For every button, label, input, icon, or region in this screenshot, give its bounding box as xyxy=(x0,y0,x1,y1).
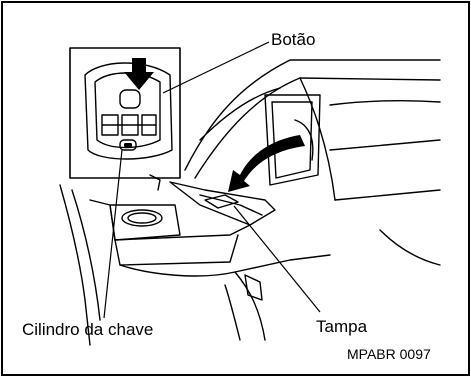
cupholder-inner xyxy=(127,212,157,224)
button-label: Botão xyxy=(271,30,316,49)
seat-pleat xyxy=(224,284,241,341)
seatback-seam-2 xyxy=(329,100,441,106)
seatback-seam-1 xyxy=(299,77,336,201)
inset-button xyxy=(119,89,141,109)
seatback-seam-3 xyxy=(334,189,441,201)
seat-belt-buckle xyxy=(244,274,263,301)
button-leader-line xyxy=(162,41,270,94)
armrest-front xyxy=(114,234,239,266)
armrest-top xyxy=(169,181,276,226)
seat-cushion-edge xyxy=(379,229,441,266)
seatback-inner-edge xyxy=(194,77,441,179)
inset-panel xyxy=(84,62,173,160)
key-cylinder-label: Cilindro da chave xyxy=(22,320,154,339)
seat-drop-line xyxy=(234,271,266,341)
left-seat-edge xyxy=(59,184,91,346)
seat-front-curve xyxy=(119,254,331,277)
cover-label: Tampa xyxy=(316,317,368,336)
push-down-arrow-icon xyxy=(124,58,154,90)
seatback-top-edge xyxy=(184,59,441,171)
seatback-fold-line xyxy=(199,87,281,141)
figure-code: MPABR 0097 xyxy=(347,346,431,362)
seatback-seam-4 xyxy=(329,139,441,151)
cylinder-leader-line xyxy=(103,149,123,319)
cupholder-ring xyxy=(121,209,163,227)
keyhole-icon xyxy=(119,139,137,151)
curved-open-arrow-icon xyxy=(228,135,305,192)
inset-panel-inner xyxy=(94,72,161,149)
seat-belt-strap xyxy=(149,174,161,191)
cover-leader-line xyxy=(233,205,321,313)
left-seat-inner xyxy=(71,189,101,321)
figure-border xyxy=(1,1,470,376)
pass-through-shadow xyxy=(294,119,314,161)
inset-box xyxy=(69,47,181,179)
cover-latch xyxy=(204,194,239,209)
